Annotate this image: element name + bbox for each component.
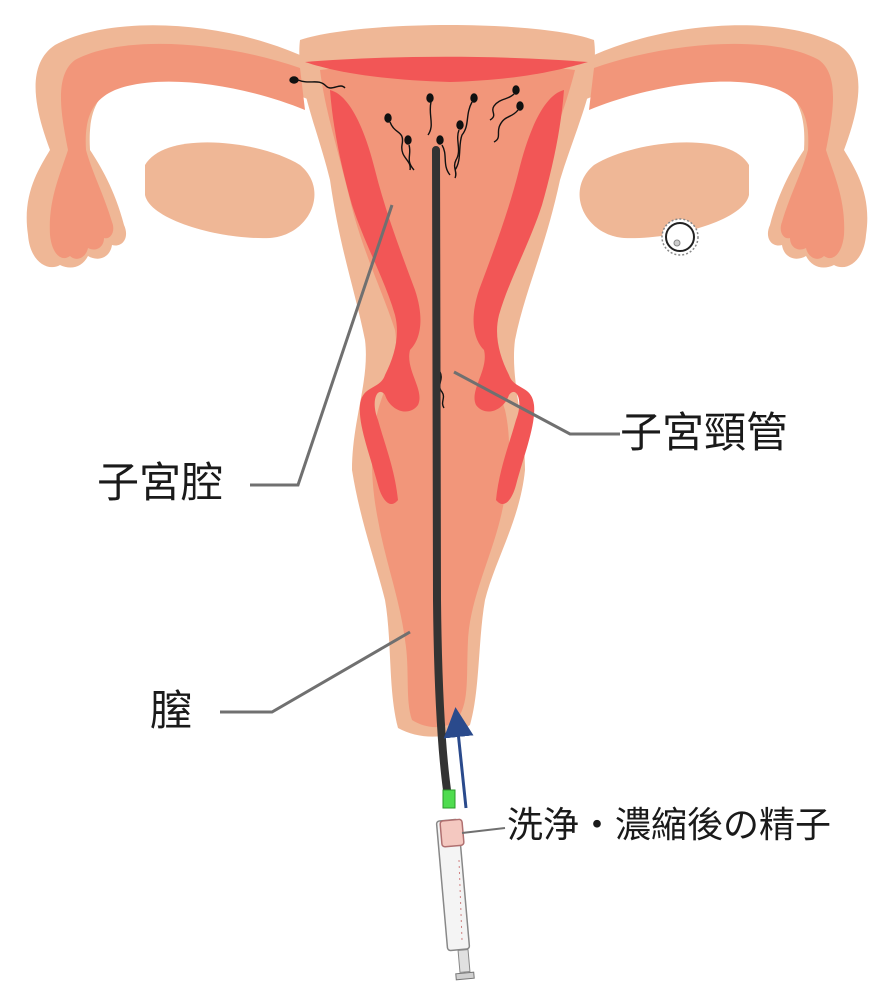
label-uterine-cavity: 子宮腔	[97, 462, 223, 504]
right-ovary	[580, 142, 749, 238]
syringe-icon	[436, 819, 474, 980]
left-ovary	[145, 142, 314, 238]
label-cervical-canal: 子宮頸管	[620, 412, 788, 454]
egg-icon	[662, 219, 698, 255]
leader-line-vagina	[220, 632, 410, 712]
leader-line-sperm	[462, 828, 505, 833]
label-washed-sperm: 洗浄・濃縮後の精子	[507, 808, 831, 844]
label-vagina: 膣	[150, 690, 192, 732]
insertion-arrow	[457, 722, 466, 808]
catheter-connector	[443, 790, 455, 808]
